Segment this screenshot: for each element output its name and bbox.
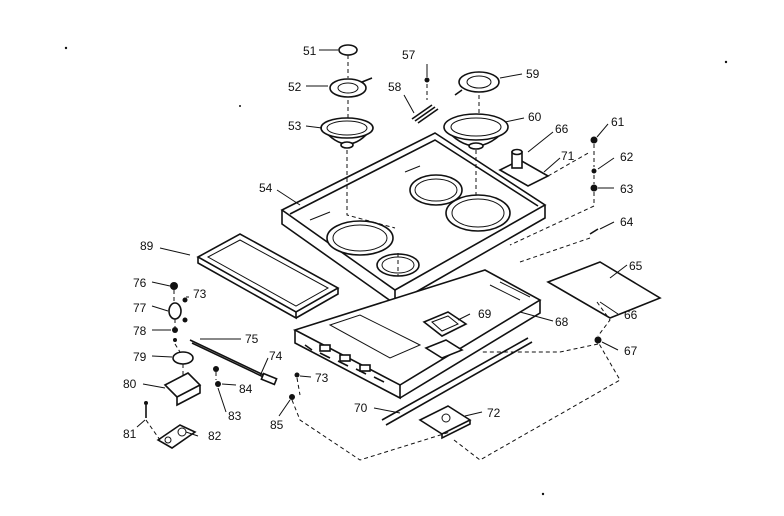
- label-59: 59: [526, 67, 540, 81]
- cap-part-51: [338, 44, 358, 56]
- label-85: 85: [270, 418, 284, 432]
- label-65: 65: [629, 259, 643, 273]
- leader-lines: [136, 49, 628, 437]
- label-81: 81: [123, 427, 137, 441]
- label-64: 64: [620, 215, 634, 229]
- label-75: 75: [245, 332, 259, 346]
- label-58: 58: [388, 80, 402, 94]
- knob-part-77: [168, 302, 182, 320]
- label-54: 54: [259, 181, 273, 195]
- label-63: 63: [620, 182, 634, 196]
- label-78: 78: [133, 324, 147, 338]
- panel-part-89: [196, 233, 340, 320]
- assembly-lines: [145, 55, 621, 461]
- label-77: 77: [133, 301, 147, 315]
- bracket-part-80: [163, 372, 202, 407]
- drip-bowl-part-60: [443, 113, 509, 150]
- label-76: 76: [133, 276, 147, 290]
- screw-part-84: [213, 366, 219, 372]
- screw-part-73-lower: [294, 372, 300, 378]
- knob-part-76: [170, 282, 178, 290]
- screw-part-81: [144, 401, 148, 418]
- ring-part-52: [329, 77, 373, 98]
- label-70: 70: [354, 401, 368, 415]
- label-62: 62: [620, 150, 634, 164]
- label-73-left: 73: [193, 287, 207, 301]
- gasket-part-69: [422, 311, 468, 359]
- switch-part-82: [156, 424, 197, 449]
- label-66-bottom: 66: [624, 308, 638, 322]
- label-83: 83: [228, 409, 242, 423]
- label-60: 60: [528, 110, 542, 124]
- label-52: 52: [288, 80, 302, 94]
- label-79: 79: [133, 350, 147, 364]
- screw-part-73-left: [182, 297, 188, 303]
- screw-part-85: [289, 394, 295, 400]
- screw-part-83: [215, 381, 221, 387]
- drip-bowl-part-53: [320, 117, 374, 149]
- terminal-part-58: [411, 104, 439, 124]
- label-66-top: 66: [555, 122, 569, 136]
- cooktop-part-54: [280, 132, 547, 306]
- label-61: 61: [611, 115, 625, 129]
- ring-part-59: [454, 71, 500, 96]
- rod-part-75: [189, 339, 273, 382]
- label-84: 84: [239, 382, 253, 396]
- label-82: 82: [208, 429, 222, 443]
- bezel-part-79: [172, 351, 194, 365]
- label-57: 57: [402, 48, 416, 62]
- spring-part-78: [172, 317, 188, 342]
- burner-box-part-68: [292, 269, 542, 400]
- label-74: 74: [269, 349, 283, 363]
- label-67: 67: [624, 344, 638, 358]
- label-68: 68: [555, 315, 569, 329]
- scan-specks: [64, 46, 728, 496]
- screw-part-57: [424, 77, 430, 83]
- label-72: 72: [487, 406, 501, 420]
- label-69: 69: [478, 307, 492, 321]
- label-71: 71: [561, 149, 575, 163]
- part-labels: 51 52 53 54 57 58 59 60 66 71 61 62 63 6…: [123, 44, 643, 443]
- valve-part-74: [260, 372, 278, 386]
- rod-part-70: [381, 337, 533, 426]
- label-73-lower: 73: [315, 371, 329, 385]
- label-51: 51: [303, 44, 317, 58]
- label-89: 89: [140, 239, 154, 253]
- insulation-part-65: [546, 261, 662, 319]
- label-80: 80: [123, 377, 137, 391]
- switch-part-72: [418, 405, 472, 440]
- label-53: 53: [288, 119, 302, 133]
